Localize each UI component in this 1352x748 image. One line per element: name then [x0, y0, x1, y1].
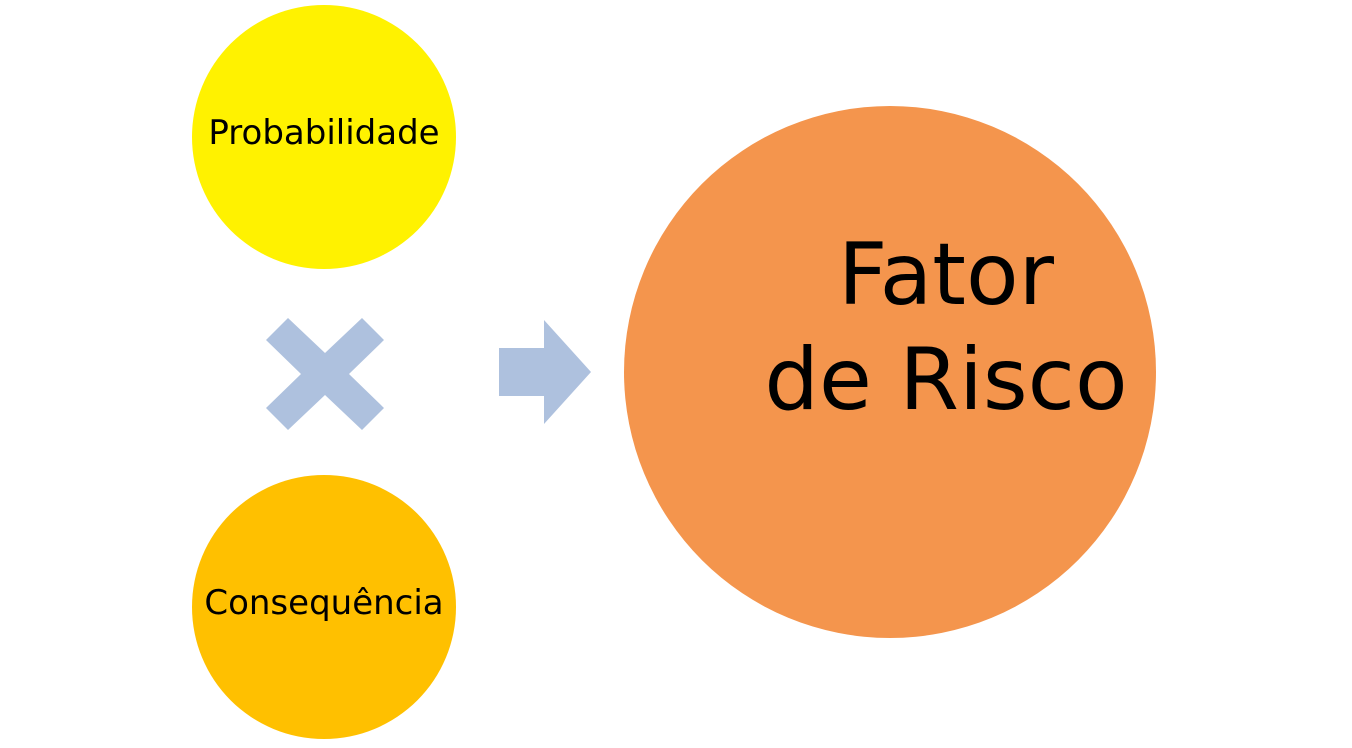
consequence-label: Consequência [204, 583, 444, 623]
risk-factor-label-line-2: de Risco [764, 329, 1128, 430]
risk-factor-label: Fator de Risco [624, 223, 1156, 433]
risk-factor-circle [624, 106, 1156, 638]
probability-label: Probabilidade [208, 113, 440, 153]
consequence-circle [192, 475, 456, 739]
multiply-icon [266, 318, 384, 430]
probability-circle [192, 5, 456, 269]
risk-factor-label-line-1: Fator [838, 225, 1054, 325]
arrow-right-icon [499, 320, 591, 424]
